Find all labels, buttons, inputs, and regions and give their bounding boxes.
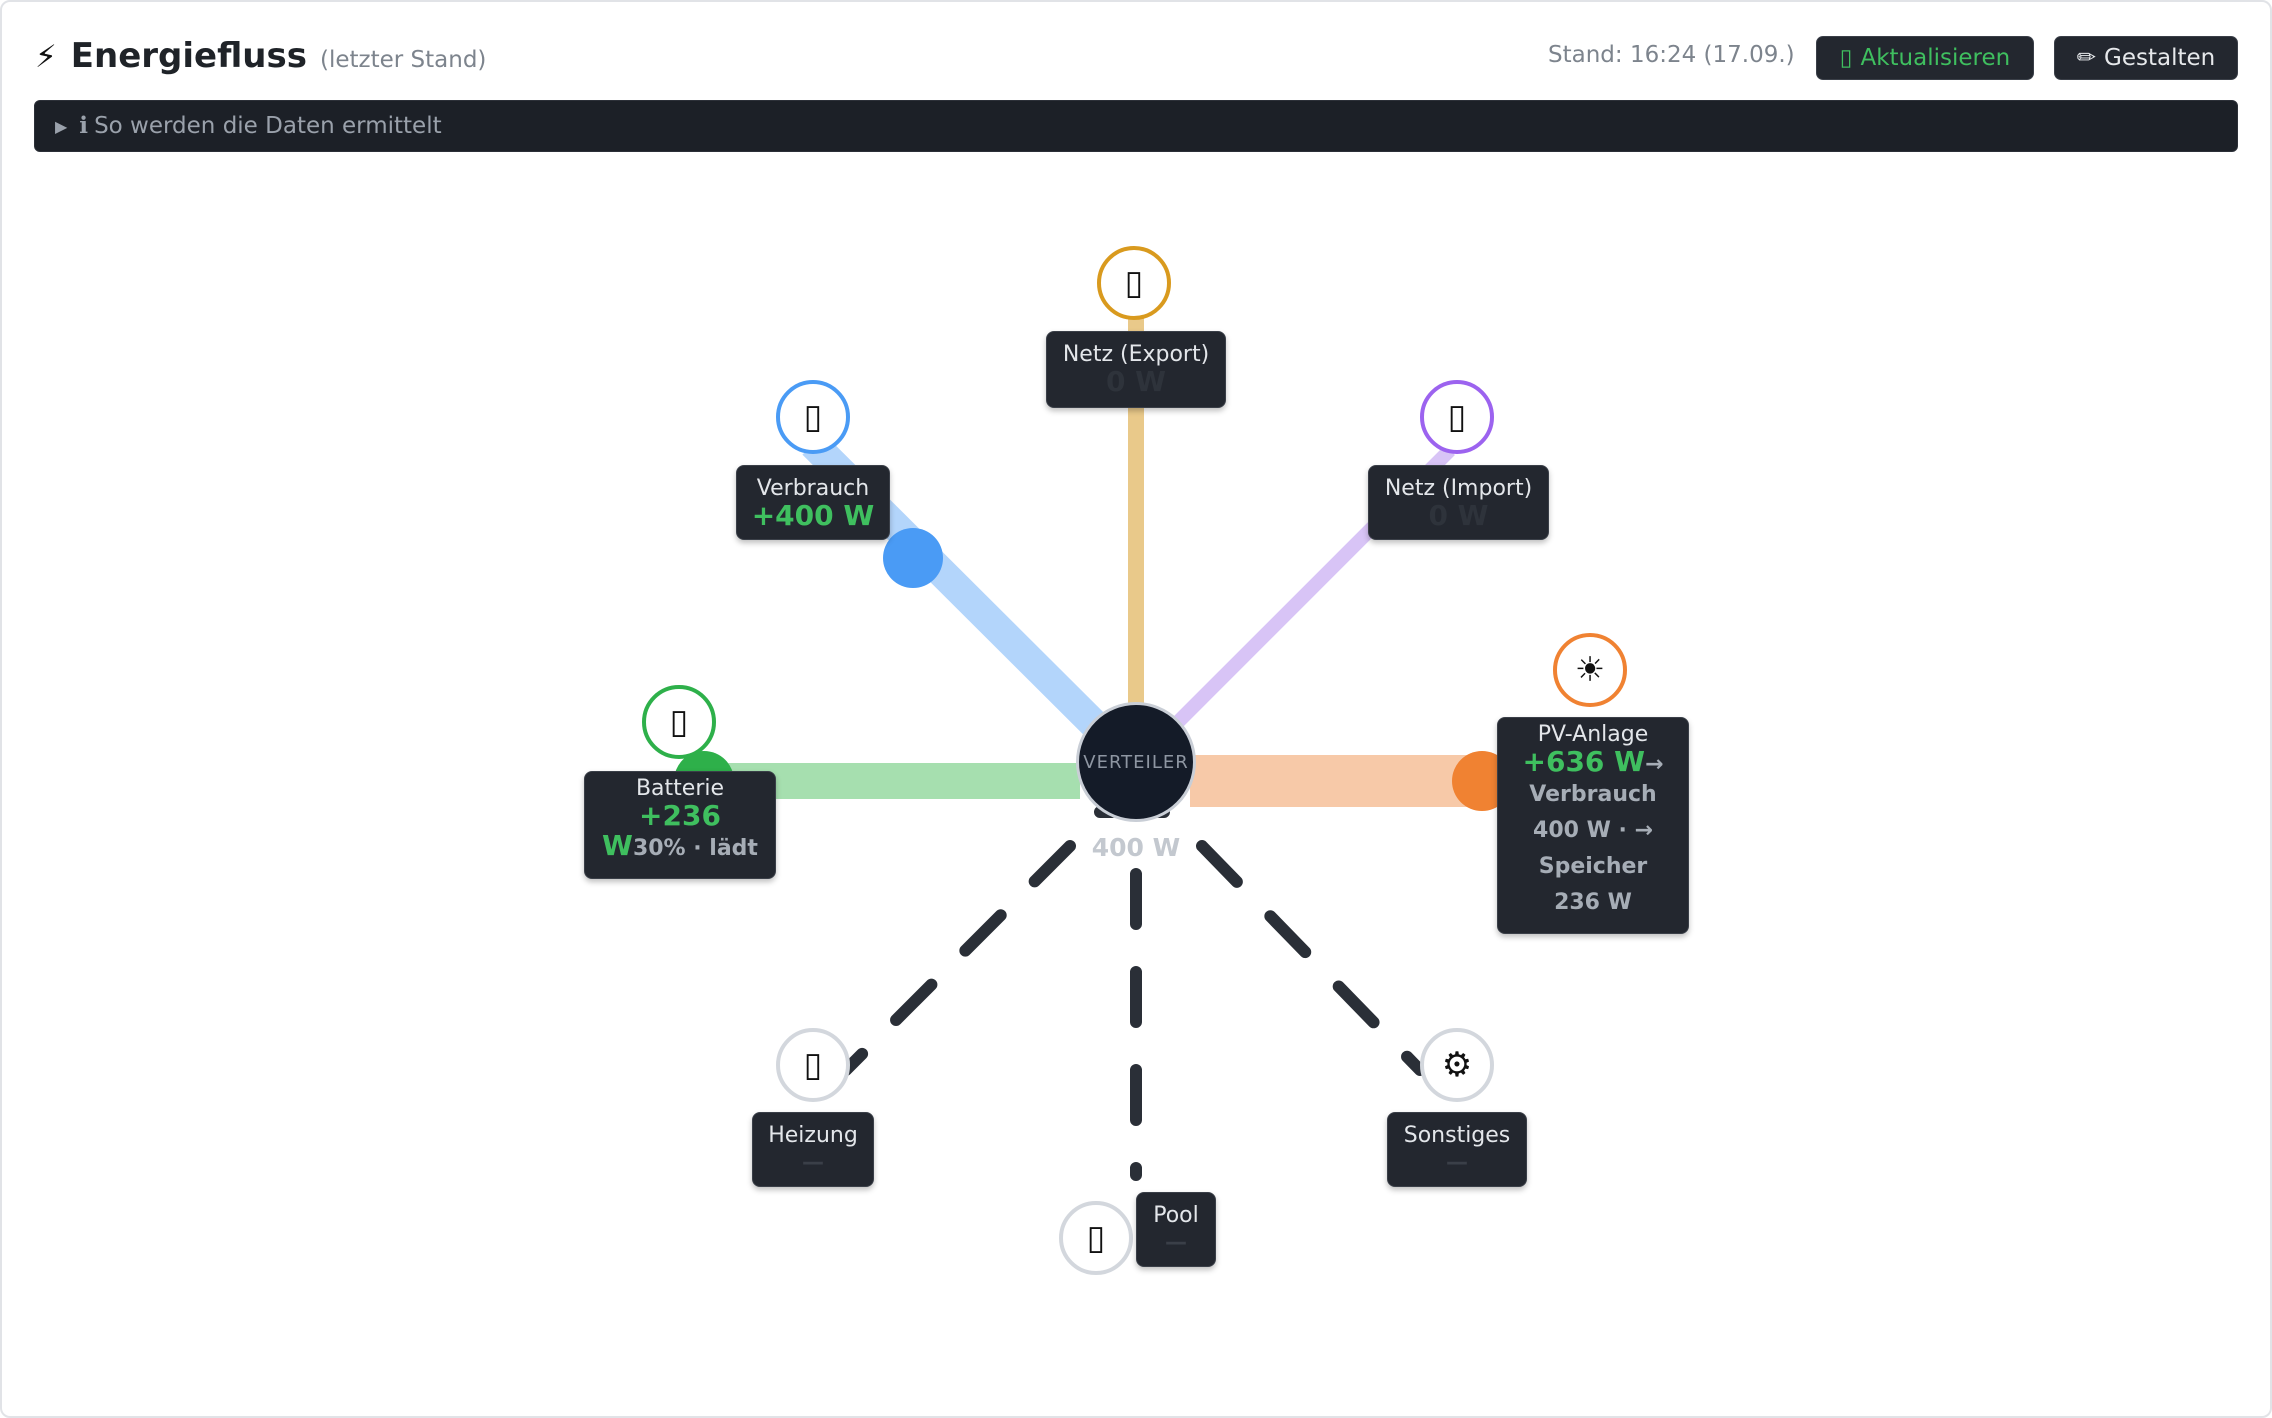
import-name: Netz (Import) [1384,476,1533,501]
bolt-icon: ⚡ [35,39,57,75]
page-subtitle: (letzter Stand) [319,47,487,73]
page-title: Energiefluss [70,36,307,76]
pool-icon[interactable]: ▯ [1059,1201,1133,1275]
consumption-value: +400 W [751,499,875,532]
refresh-icon: ▯ [1839,45,1853,71]
grid-import-icon[interactable]: ▯ [1420,380,1494,454]
battery-icon[interactable]: ▯ [642,685,716,759]
pool-name: Pool [1153,1203,1199,1228]
consumption-label-card: Verbrauch +400 W [736,465,890,540]
battery-label-card: Batterie +236 W30% · lädt [584,771,776,879]
refresh-label: Aktualisieren [1860,45,2011,71]
pv-name: PV-Anlage [1537,722,1649,747]
pv-detail-1: Verbrauch [1529,782,1657,807]
hub-label: VERTEILER [1083,751,1189,773]
sun-icon[interactable]: ☀ [1553,633,1627,707]
flow-dot-consumption [883,528,943,588]
pool-label-card: Pool — [1136,1192,1216,1267]
pv-label-card: PV-Anlage +636 W→ Verbrauch 400 W · → Sp… [1497,717,1689,934]
info-icon: ℹ [79,113,89,139]
hub-value: 400 W [1091,833,1181,862]
battery-name: Batterie [635,776,725,801]
refresh-button[interactable]: ▯ Aktualisieren [1816,36,2034,80]
import-value: 0 W [1428,499,1489,532]
design-label: Gestalten [2104,45,2216,71]
pv-value: +636 W [1522,745,1646,778]
battery-value: +236 [639,799,721,832]
flow-line-other [1196,840,1426,1076]
export-label-card: Netz (Export) 0 W [1046,331,1226,408]
timestamp: Stand: 16:24 (17.09.) [1548,42,1795,68]
export-value: 0 W [1105,365,1167,398]
other-value: — [1446,1150,1468,1175]
pv-detail-2: 400 W · → [1533,818,1653,843]
design-button[interactable]: ✏ Gestalten [2054,36,2238,80]
other-name: Sonstiges [1403,1123,1511,1148]
distributor-hub: VERTEILER [1076,702,1196,822]
heating-label-card: Heizung — [752,1112,874,1187]
data-info-disclosure[interactable]: ▶ ℹ So werden die Daten ermittelt [34,100,2238,152]
gear-icon[interactable]: ⚙ [1420,1028,1494,1102]
pv-detail-3: Speicher [1538,854,1648,879]
grid-export-icon[interactable]: ▯ [1097,246,1171,320]
battery-unit: W [602,829,633,862]
other-label-card: Sonstiges — [1387,1112,1527,1187]
pv-arrow: → [1645,752,1664,777]
disclosure-triangle-icon: ▶ [55,116,68,136]
heating-icon[interactable]: ▯ [776,1028,850,1102]
consumption-name: Verbrauch [756,476,870,501]
pool-value: — [1165,1230,1187,1255]
page-header: ⚡ Energiefluss (letzter Stand) [35,36,486,80]
info-label: So werden die Daten ermittelt [94,113,442,139]
heating-name: Heizung [768,1123,858,1148]
heating-value: — [802,1150,824,1175]
flow-line-heating [840,840,1076,1076]
pv-detail-4: 236 W [1554,890,1632,915]
import-label-card: Netz (Import) 0 W [1368,465,1549,540]
battery-status: 30% · lädt [632,836,758,861]
export-name: Netz (Export) [1062,342,1210,367]
pencil-icon: ✏ [2076,45,2097,71]
home-consumption-icon[interactable]: ▯ [776,380,850,454]
